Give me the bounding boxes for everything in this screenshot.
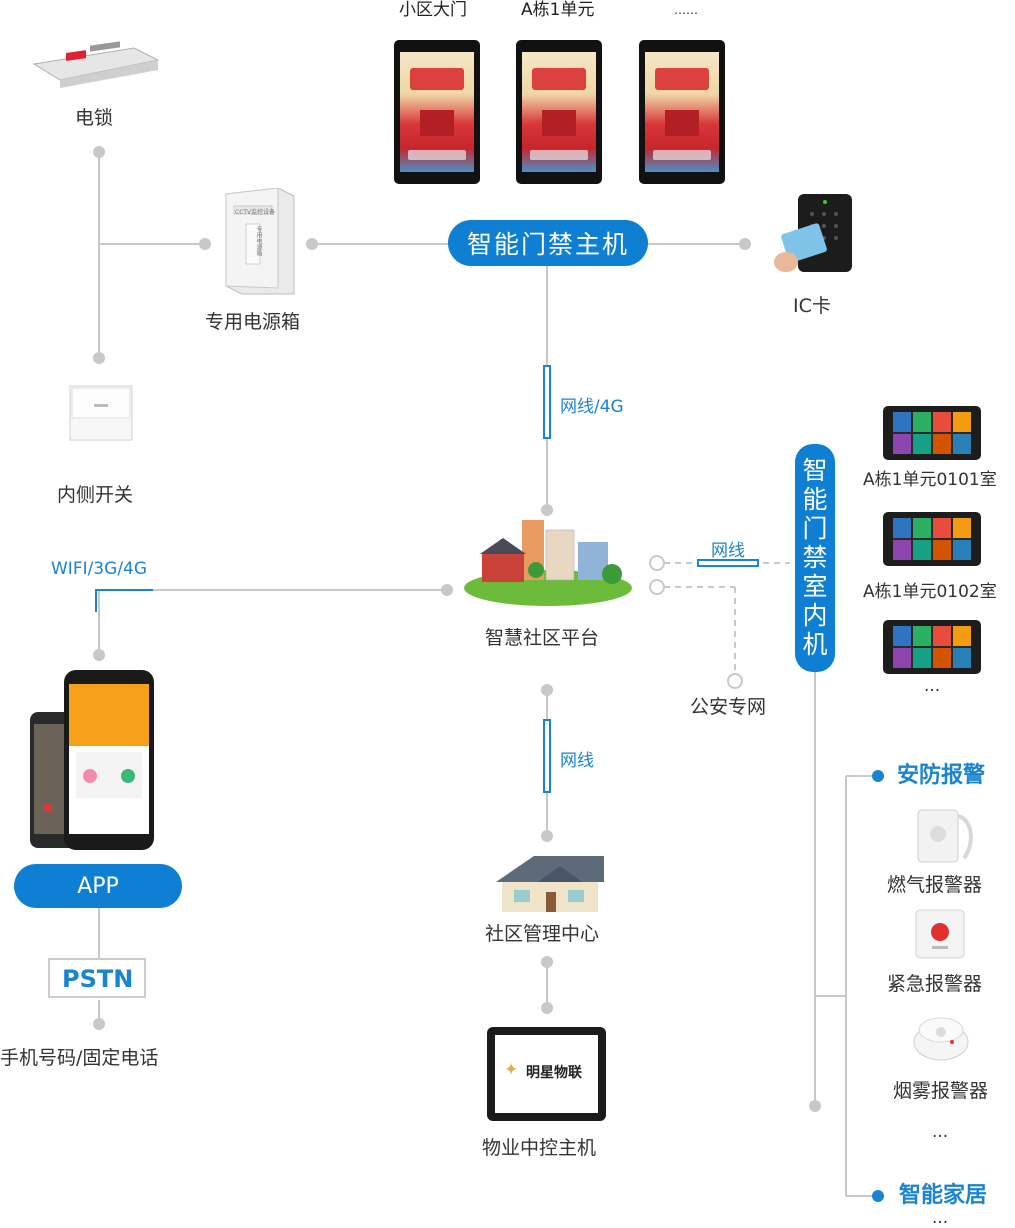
smoke-alarm-label: 烟雾报警器 (893, 1080, 989, 1102)
electric-lock-image (30, 40, 162, 88)
property-host-device (487, 1027, 606, 1121)
platform-label: 智慧社区平台 (485, 627, 600, 649)
rooms-more-label: ... (924, 676, 941, 696)
power-box-face-text: 专用电源箱 (255, 226, 262, 256)
room-0101-label: A栋1单元0101室 (863, 470, 997, 490)
management-center-label: 社区管理中心 (485, 923, 600, 945)
door-label-gate: 小区大门 (399, 0, 467, 20)
app-link-label: WIFI/3G/4G (51, 559, 148, 579)
main-host-pill: 智能门禁主机 (448, 220, 648, 266)
smartphone-image (28, 668, 156, 852)
property-brand-logo: 明星物联 (526, 1065, 582, 1081)
indoor-monitor-0102 (883, 512, 981, 566)
door-terminal-building (516, 40, 602, 184)
indoor-monitor-more (883, 620, 981, 674)
app-pill: APP (14, 864, 182, 908)
gas-alarm-label: 燃气报警器 (887, 874, 983, 896)
emergency-alarm-label: 紧急报警器 (887, 973, 983, 995)
sparkle-icon: ✦ (504, 1060, 519, 1080)
property-host-label: 物业中控主机 (482, 1137, 597, 1159)
platform-indoor-link-label: 网线 (711, 541, 745, 561)
electric-lock-label: 电锁 (75, 107, 114, 129)
smart-home-title: 智能家居 (899, 1183, 988, 1208)
indoor-unit-pill: 智能门禁室内机 (795, 444, 835, 672)
security-alarm-title: 安防报警 (897, 763, 986, 788)
police-network-label: 公安专网 (690, 696, 767, 718)
power-box-sticker: CCTV监控设备 (235, 209, 276, 216)
emergency-alarm-image (914, 908, 966, 960)
power-box-image (220, 187, 298, 296)
indoor-unit-text: 智能门禁室内机 (802, 456, 828, 659)
smart-community-platform-image (462, 516, 634, 606)
community-management-center-image (494, 852, 606, 914)
ic-card-reader-image (772, 192, 854, 276)
smoke-alarm-image (912, 1012, 970, 1062)
power-box-label: 专用电源箱 (205, 311, 301, 333)
pstn-label: PSTN (62, 965, 134, 993)
door-label-building: A栋1单元 (521, 0, 595, 20)
gas-alarm-image (912, 796, 978, 866)
platform-mgmt-link-label: 网线 (560, 751, 594, 771)
inner-switch-image (68, 384, 134, 442)
room-0102-label: A栋1单元0102室 (863, 582, 997, 602)
ic-card-label: IC卡 (793, 295, 831, 317)
host-platform-link-label: 网线/4G (560, 397, 624, 417)
smart-home-more-label: ... (932, 1208, 949, 1228)
door-terminal-gate (394, 40, 480, 184)
indoor-monitor-0101 (883, 406, 981, 460)
door-label-more: …… (674, 3, 698, 17)
phone-number-label: 手机号码/固定电话 (0, 1047, 159, 1069)
inner-switch-label: 内侧开关 (57, 484, 134, 506)
door-terminal-more (639, 40, 725, 184)
security-more-label: ... (932, 1122, 949, 1142)
pstn-box (48, 958, 146, 998)
